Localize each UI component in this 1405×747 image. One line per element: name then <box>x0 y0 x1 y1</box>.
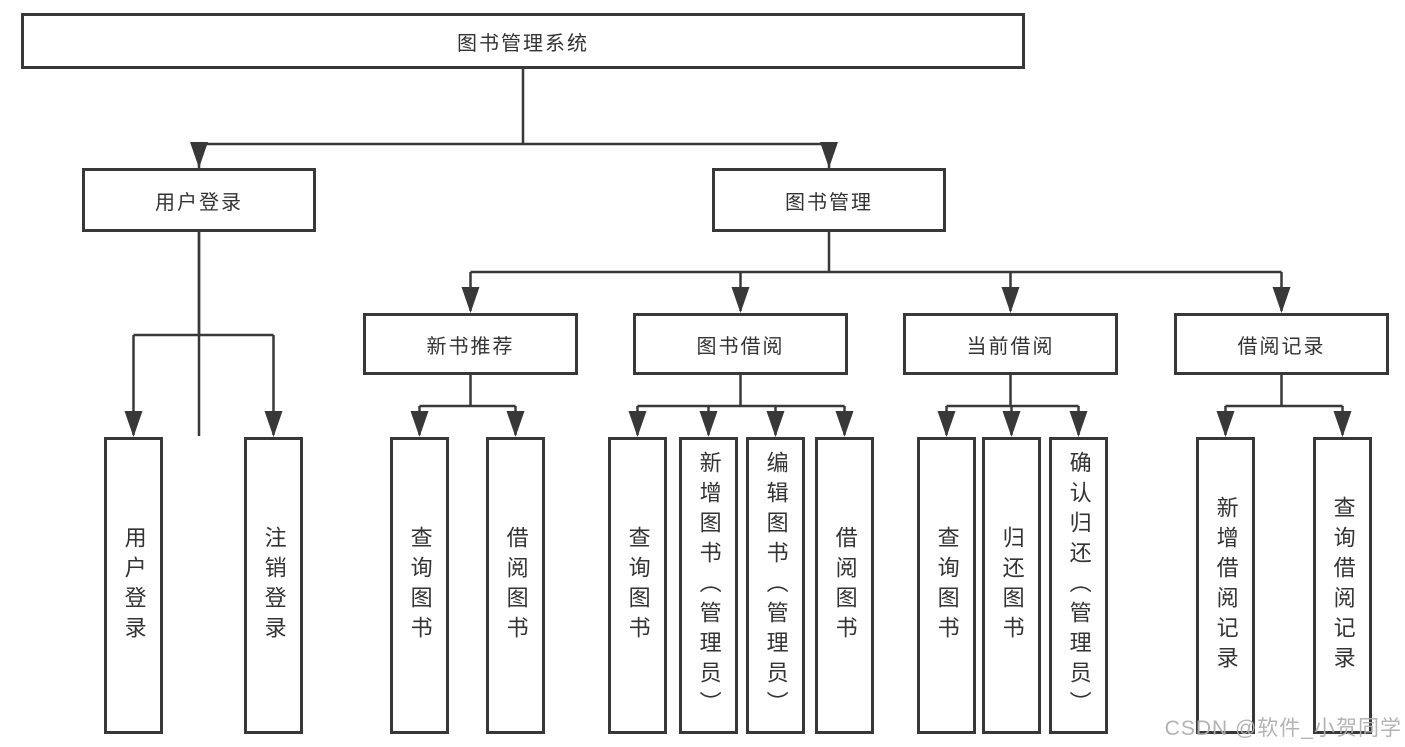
node-leaf-add-borrow-record: 新增借阅记录 <box>1196 437 1255 734</box>
node-book-borrow-label: 图书借阅 <box>696 335 785 358</box>
node-leaf-borrow-books: 借阅图书 <box>815 437 874 734</box>
connector-borrow-records-children <box>1224 375 1344 435</box>
connector-new-book-children <box>418 375 517 435</box>
node-book-management: 图书管理 <box>712 168 946 232</box>
node-leaf-query-borrow-record: 查询借阅记录 <box>1313 437 1372 734</box>
node-user-login: 用户登录 <box>82 168 316 232</box>
node-leaf-logout-label: 注销登录 <box>261 525 287 646</box>
node-leaf-add-books-admin: 新增图书（管理员） <box>679 437 738 734</box>
node-book-borrow: 图书借阅 <box>633 313 848 375</box>
node-leaf-query-books-current-label: 查询图书 <box>934 525 960 646</box>
node-leaf-query-books-recommend: 查询图书 <box>390 437 449 734</box>
node-library-system: 图书管理系统 <box>21 13 1025 69</box>
node-leaf-edit-books-admin-label: 编辑图书（管理员） <box>763 450 789 721</box>
node-book-management-label: 图书管理 <box>785 191 873 214</box>
connector-user-login-children <box>132 232 275 435</box>
node-leaf-return-books: 归还图书 <box>982 437 1041 734</box>
node-leaf-logout: 注销登录 <box>244 437 303 734</box>
node-library-system-label: 图书管理系统 <box>457 32 589 55</box>
node-leaf-borrow-books-label: 借阅图书 <box>832 525 858 646</box>
node-leaf-borrow-books-recommend: 借阅图书 <box>486 437 545 734</box>
connector-root-to-level2 <box>197 69 831 436</box>
node-current-borrow: 当前借阅 <box>903 313 1118 375</box>
node-new-book-recommend: 新书推荐 <box>363 313 578 375</box>
node-leaf-query-books-borrow: 查询图书 <box>608 437 667 734</box>
node-leaf-user-login-label: 用户登录 <box>121 525 147 646</box>
node-leaf-add-borrow-record-label: 新增借阅记录 <box>1213 495 1239 676</box>
node-leaf-borrow-books-recommend-label: 借阅图书 <box>503 525 529 646</box>
node-borrow-records-label: 借阅记录 <box>1237 335 1326 358</box>
node-leaf-query-books-borrow-label: 查询图书 <box>625 525 651 646</box>
connector-book-borrow-children <box>636 375 846 435</box>
node-leaf-confirm-return-admin-label: 确认归还（管理员） <box>1066 450 1092 721</box>
node-leaf-confirm-return-admin: 确认归还（管理员） <box>1049 437 1108 734</box>
node-leaf-return-books-label: 归还图书 <box>999 525 1025 646</box>
node-leaf-edit-books-admin: 编辑图书（管理员） <box>746 437 805 734</box>
node-leaf-query-books-current: 查询图书 <box>917 437 976 734</box>
node-leaf-query-borrow-record-label: 查询借阅记录 <box>1330 495 1356 676</box>
node-leaf-user-login: 用户登录 <box>104 437 163 734</box>
node-user-login-label: 用户登录 <box>155 191 243 214</box>
connector-book-management-children <box>469 232 1283 311</box>
watermark: CSDN @软件_小贺同学 <box>1164 717 1402 740</box>
connector-paths <box>132 69 1344 436</box>
node-new-book-recommend-label: 新书推荐 <box>426 335 515 358</box>
node-borrow-records: 借阅记录 <box>1174 313 1389 375</box>
node-current-borrow-label: 当前借阅 <box>966 335 1055 358</box>
node-leaf-query-books-recommend-label: 查询图书 <box>407 525 433 646</box>
node-leaf-add-books-admin-label: 新增图书（管理员） <box>696 450 722 721</box>
